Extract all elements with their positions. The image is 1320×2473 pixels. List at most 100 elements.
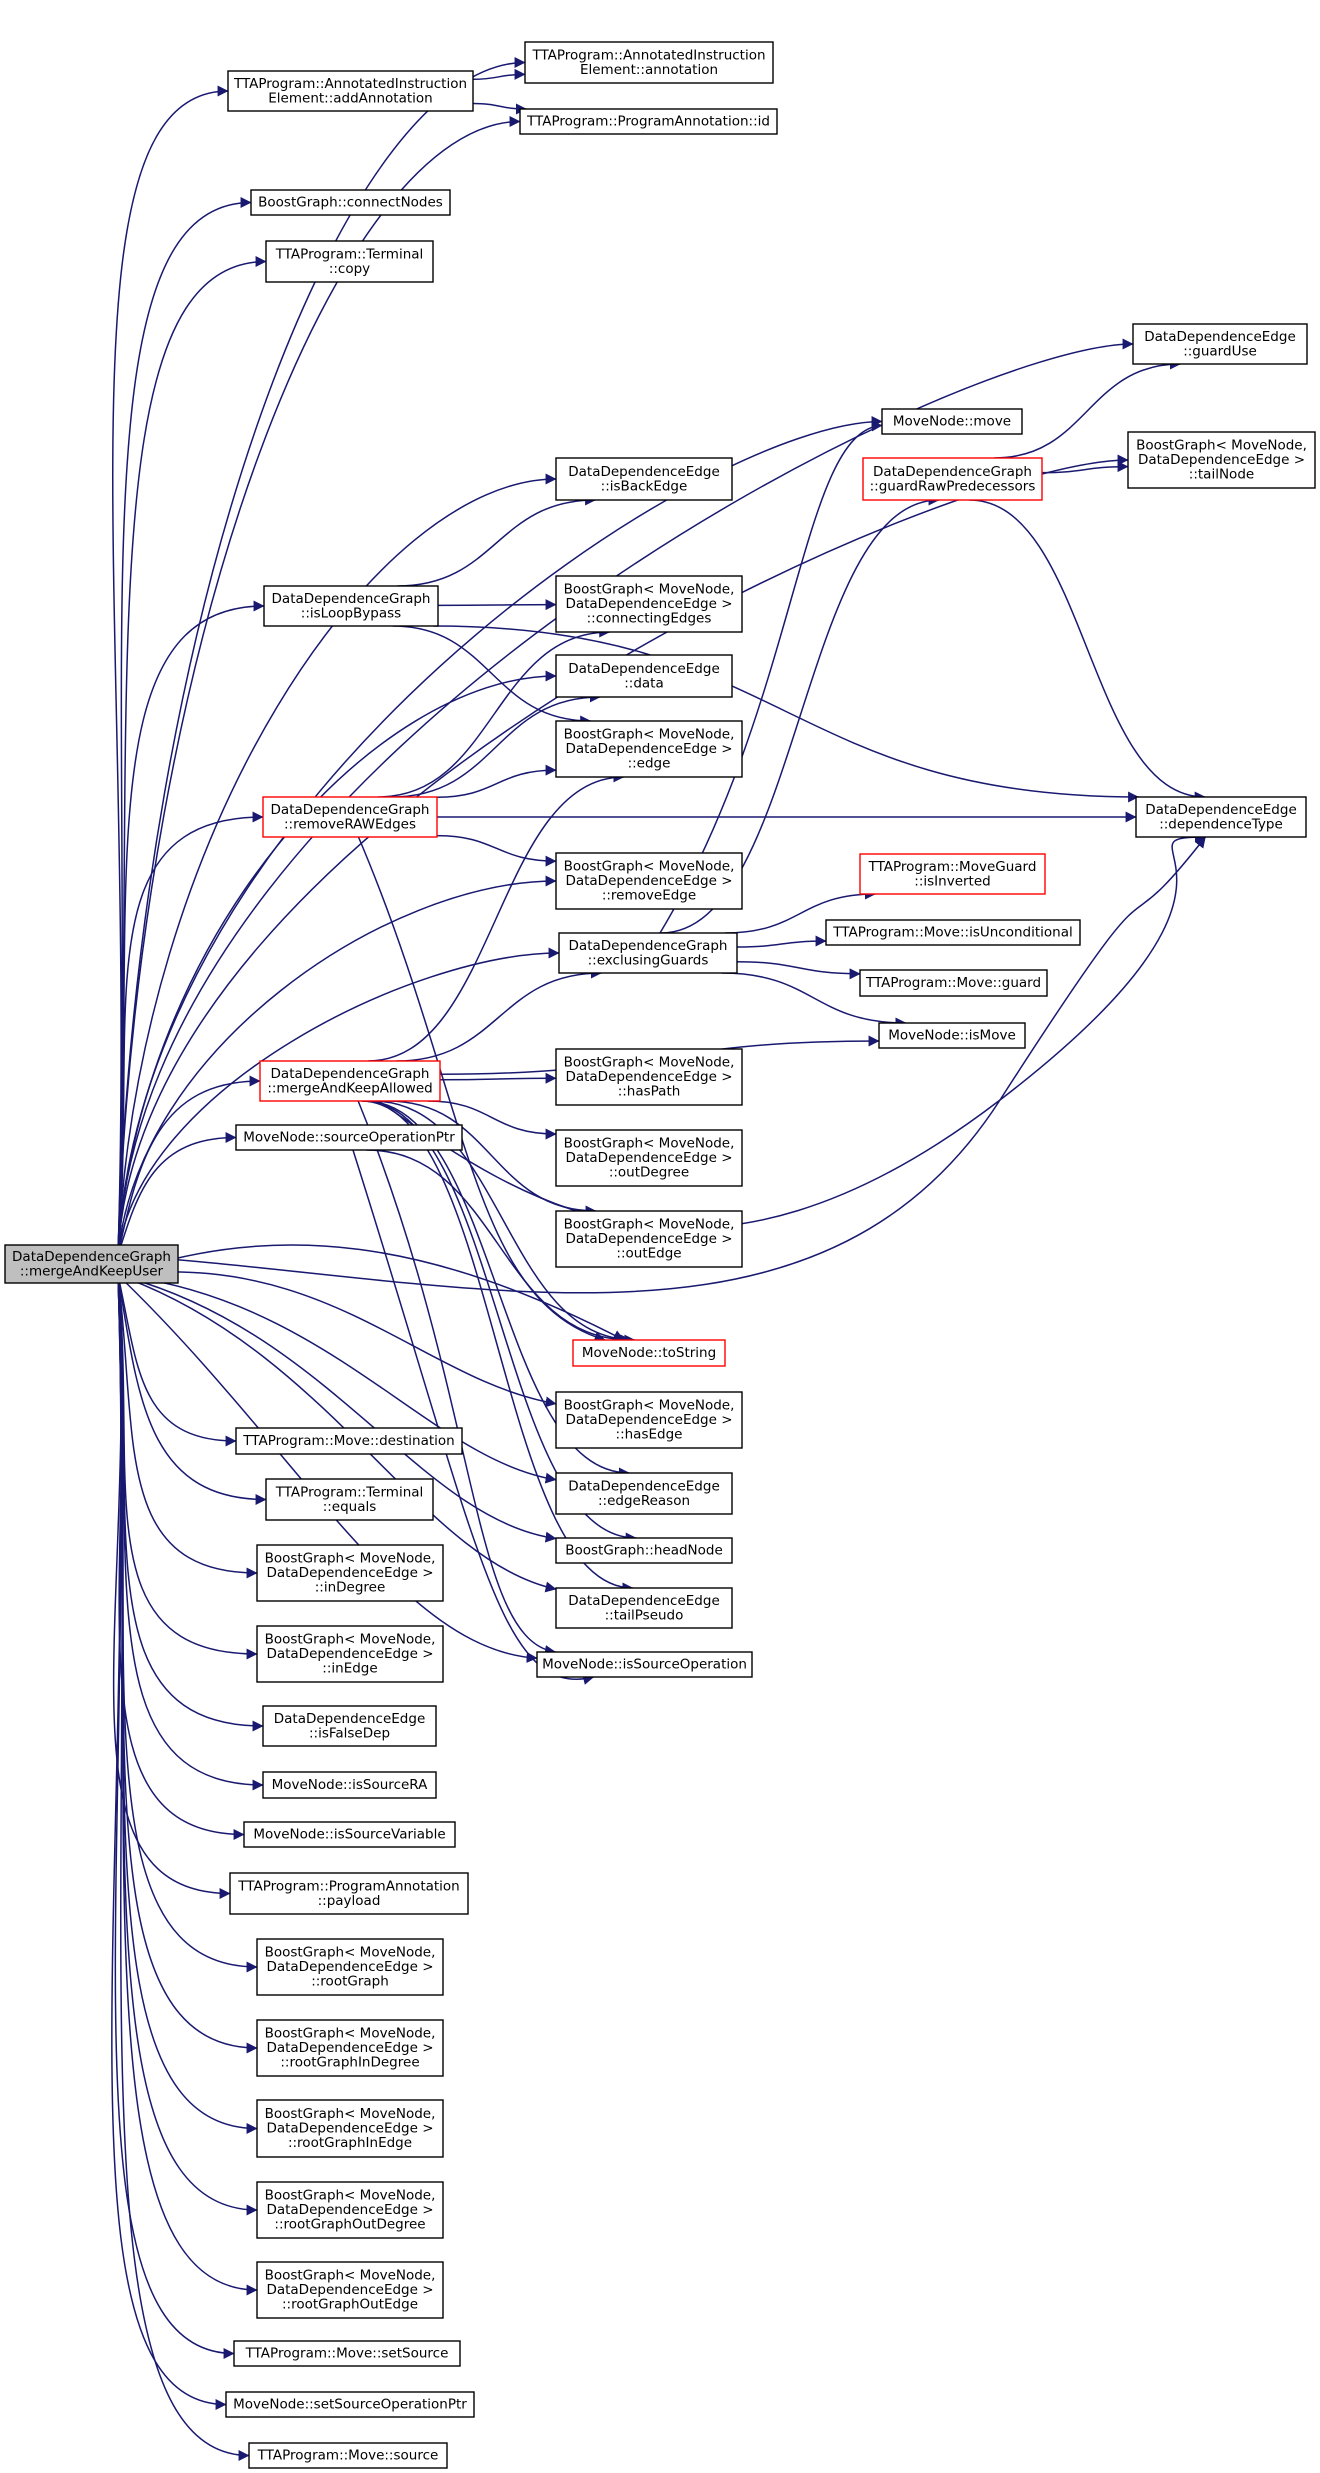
node-terminal-copy[interactable]: TTAProgram::Terminal::copy xyxy=(265,240,434,283)
node-box[interactable] xyxy=(555,457,733,501)
node-box[interactable] xyxy=(263,585,439,627)
node-merge-keep-allowed[interactable]: DataDependenceGraph::mergeAndKeepAllowed xyxy=(259,1060,441,1102)
node-head-node[interactable]: BoostGraph::headNode xyxy=(555,1537,733,1564)
node-exclusing-guards[interactable]: DataDependenceGraph::exclusingGuards xyxy=(558,932,738,974)
node-box[interactable] xyxy=(555,852,743,910)
node-dde-data[interactable]: DataDependenceEdge::data xyxy=(555,654,733,698)
node-box[interactable] xyxy=(227,70,474,112)
node-root-graph-out-degree[interactable]: BoostGraph< MoveNode,DataDependenceEdge … xyxy=(256,2181,444,2239)
node-box[interactable] xyxy=(536,1651,753,1678)
node-box[interactable] xyxy=(259,1060,441,1102)
node-box[interactable] xyxy=(243,1821,456,1848)
node-in-edge[interactable]: BoostGraph< MoveNode,DataDependenceEdge … xyxy=(256,1625,444,1683)
node-box[interactable] xyxy=(859,853,1046,895)
node-box[interactable] xyxy=(825,919,1081,946)
node-root-graph[interactable]: BoostGraph< MoveNode,DataDependenceEdge … xyxy=(256,1938,444,1996)
node-set-source-op-ptr[interactable]: MoveNode::setSourceOperationPtr xyxy=(225,2391,475,2418)
node-box[interactable] xyxy=(862,457,1043,501)
node-connecting-edges[interactable]: BoostGraph< MoveNode,DataDependenceEdge … xyxy=(555,575,743,633)
node-box[interactable] xyxy=(555,1048,743,1106)
node-box[interactable] xyxy=(555,1391,743,1449)
node-in-degree[interactable]: BoostGraph< MoveNode,DataDependenceEdge … xyxy=(256,1544,444,1602)
node-box[interactable] xyxy=(256,1625,444,1683)
node-is-source-operation[interactable]: MoveNode::isSourceOperation xyxy=(536,1651,753,1678)
node-box[interactable] xyxy=(555,1472,733,1515)
node-box[interactable] xyxy=(265,240,434,283)
node-to-string[interactable]: MoveNode::toString xyxy=(572,1339,726,1367)
node-box[interactable] xyxy=(233,2340,461,2367)
node-box[interactable] xyxy=(256,2019,444,2077)
node-is-false-dep[interactable]: DataDependenceEdge::isFalseDep xyxy=(262,1705,437,1747)
node-out-edge[interactable]: BoostGraph< MoveNode,DataDependenceEdge … xyxy=(555,1210,743,1268)
node-edge-reason[interactable]: DataDependenceEdge::edgeReason xyxy=(555,1472,733,1515)
node-box[interactable] xyxy=(881,408,1023,435)
node-annotation-id[interactable]: TTAProgram::ProgramAnnotation::id xyxy=(519,108,778,135)
node-movenode-is-move[interactable]: MoveNode::isMove xyxy=(878,1022,1026,1049)
node-box[interactable] xyxy=(524,41,774,84)
node-guard-use[interactable]: DataDependenceEdge::guardUse xyxy=(1132,323,1308,365)
node-guard-raw-pred[interactable]: DataDependenceGraph::guardRawPredecessor… xyxy=(862,457,1043,501)
node-box[interactable] xyxy=(4,1244,179,1284)
node-root-graph-out-edge[interactable]: BoostGraph< MoveNode,DataDependenceEdge … xyxy=(256,2261,444,2319)
node-connect-nodes[interactable]: BoostGraph::connectNodes xyxy=(250,189,451,216)
node-box[interactable] xyxy=(1127,431,1316,489)
node-source-op-ptr[interactable]: MoveNode::sourceOperationPtr xyxy=(235,1124,463,1151)
node-box[interactable] xyxy=(262,796,438,838)
node-out-degree[interactable]: BoostGraph< MoveNode,DataDependenceEdge … xyxy=(555,1129,743,1187)
node-is-back-edge[interactable]: DataDependenceEdge::isBackEdge xyxy=(555,457,733,501)
node-is-inverted[interactable]: TTAProgram::MoveGuard::isInverted xyxy=(859,853,1046,895)
node-box[interactable] xyxy=(555,720,743,778)
node-root-graph-in-degree[interactable]: BoostGraph< MoveNode,DataDependenceEdge … xyxy=(256,2019,444,2077)
node-box[interactable] xyxy=(256,2261,444,2319)
node-box[interactable] xyxy=(235,1427,463,1455)
node-root-graph-in-edge[interactable]: BoostGraph< MoveNode,DataDependenceEdge … xyxy=(256,2099,444,2158)
node-box[interactable] xyxy=(1132,323,1308,365)
node-tail-pseudo[interactable]: DataDependenceEdge::tailPseudo xyxy=(555,1587,733,1629)
node-box[interactable] xyxy=(225,2391,475,2418)
node-tail-node[interactable]: BoostGraph< MoveNode,DataDependenceEdge … xyxy=(1127,431,1316,489)
node-box[interactable] xyxy=(250,189,451,216)
node-box[interactable] xyxy=(256,1544,444,1602)
node-remove-edge[interactable]: BoostGraph< MoveNode,DataDependenceEdge … xyxy=(555,852,743,910)
node-has-path[interactable]: BoostGraph< MoveNode,DataDependenceEdge … xyxy=(555,1048,743,1106)
node-box[interactable] xyxy=(519,108,778,135)
node-box[interactable] xyxy=(558,932,738,974)
node-move-guard[interactable]: TTAProgram::Move::guard xyxy=(859,969,1048,997)
node-box[interactable] xyxy=(555,575,743,633)
node-dependence-type[interactable]: DataDependenceEdge::dependenceType xyxy=(1135,796,1307,838)
node-move-source[interactable]: TTAProgram::Move::source xyxy=(248,2442,448,2469)
node-box[interactable] xyxy=(555,654,733,698)
node-box[interactable] xyxy=(235,1124,463,1151)
node-box[interactable] xyxy=(262,1771,437,1799)
node-box[interactable] xyxy=(572,1339,726,1367)
node-annotation-payload[interactable]: TTAProgram::ProgramAnnotation::payload xyxy=(229,1872,469,1915)
node-box[interactable] xyxy=(555,1537,733,1564)
node-box[interactable] xyxy=(248,2442,448,2469)
node-box[interactable] xyxy=(1135,796,1307,838)
node-is-source-variable[interactable]: MoveNode::isSourceVariable xyxy=(243,1821,456,1848)
node-box[interactable] xyxy=(229,1872,469,1915)
node-has-edge[interactable]: BoostGraph< MoveNode,DataDependenceEdge … xyxy=(555,1391,743,1449)
node-box[interactable] xyxy=(256,2099,444,2158)
node-merge-keep-user[interactable]: DataDependenceGraph::mergeAndKeepUser xyxy=(4,1244,179,1284)
node-add-annotation[interactable]: TTAProgram::AnnotatedInstructionElement:… xyxy=(227,70,474,112)
node-box[interactable] xyxy=(555,1587,733,1629)
node-remove-raw-edges[interactable]: DataDependenceGraph::removeRAWEdges xyxy=(262,796,438,838)
node-box[interactable] xyxy=(265,1478,434,1521)
node-box[interactable] xyxy=(262,1705,437,1747)
node-move-destination[interactable]: TTAProgram::Move::destination xyxy=(235,1427,463,1455)
node-is-loop-bypass[interactable]: DataDependenceGraph::isLoopBypass xyxy=(263,585,439,627)
node-box[interactable] xyxy=(555,1129,743,1187)
node-box[interactable] xyxy=(878,1022,1026,1049)
node-bg-edge[interactable]: BoostGraph< MoveNode,DataDependenceEdge … xyxy=(555,720,743,778)
node-annotation[interactable]: TTAProgram::AnnotatedInstructionElement:… xyxy=(524,41,774,84)
node-box[interactable] xyxy=(256,1938,444,1996)
node-box[interactable] xyxy=(859,969,1048,997)
node-box[interactable] xyxy=(256,2181,444,2239)
node-terminal-equals[interactable]: TTAProgram::Terminal::equals xyxy=(265,1478,434,1521)
node-movenode-move[interactable]: MoveNode::move xyxy=(881,408,1023,435)
node-move-set-source[interactable]: TTAProgram::Move::setSource xyxy=(233,2340,461,2367)
node-is-unconditional[interactable]: TTAProgram::Move::isUnconditional xyxy=(825,919,1081,946)
node-box[interactable] xyxy=(555,1210,743,1268)
node-is-source-ra[interactable]: MoveNode::isSourceRA xyxy=(262,1771,437,1799)
